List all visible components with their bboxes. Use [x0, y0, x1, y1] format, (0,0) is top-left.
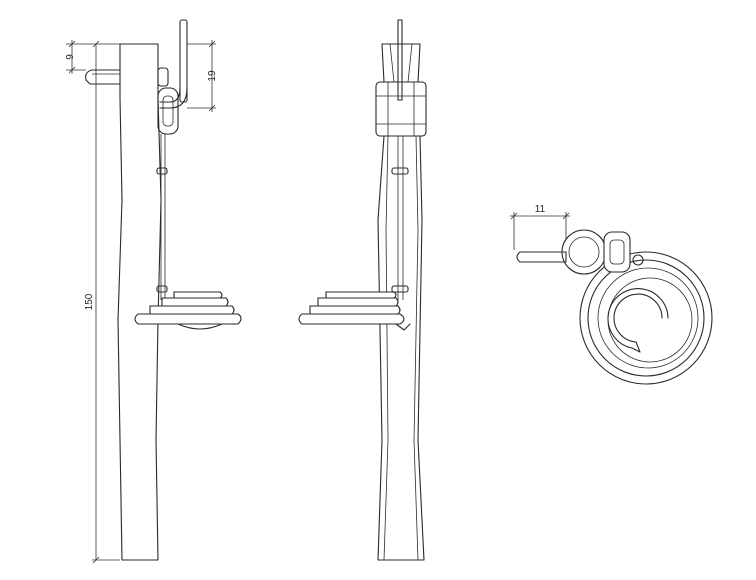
top-spout: [516, 251, 567, 263]
dim-arm-reach-label: 11: [535, 204, 546, 215]
top-dish: [579, 251, 713, 385]
top-view: 11: [510, 204, 713, 385]
front-collar: [375, 81, 427, 137]
dim-arm-height: 19: [187, 40, 218, 112]
front-top-cap: [381, 43, 421, 83]
front-rod: [397, 19, 403, 101]
side-rail: [160, 134, 166, 300]
front-rail: [397, 136, 404, 300]
dim-top-offset-label: 9: [65, 54, 76, 60]
side-bracket: [157, 67, 169, 87]
dim-top-offset: 9: [65, 40, 92, 74]
side-column: [117, 43, 162, 561]
dim-arm-height-label: 19: [207, 70, 218, 82]
side-view: 150 9 19: [65, 19, 242, 564]
dim-overall-height-label: 150: [84, 293, 95, 310]
dim-overall-height: 150: [84, 40, 120, 564]
front-tray: [298, 291, 411, 331]
side-spout: [85, 69, 121, 85]
top-clamp: [603, 231, 631, 273]
side-tray: [134, 291, 242, 330]
dim-arm-reach: 11: [510, 204, 570, 250]
front-view: [298, 19, 427, 561]
side-rod: [179, 19, 188, 103]
